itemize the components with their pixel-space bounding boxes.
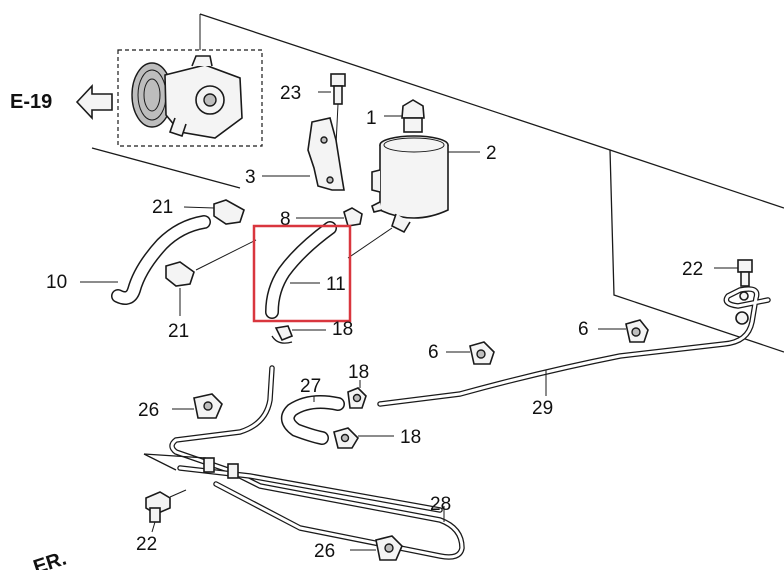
callout-28: 28 <box>430 494 451 515</box>
highlight-box <box>252 224 352 323</box>
pipe-29[interactable] <box>377 286 771 407</box>
callout-18-upper: 18 <box>332 319 353 340</box>
clamp-26-lower[interactable] <box>350 535 403 561</box>
clamp-21-lower[interactable] <box>165 261 195 316</box>
reservoir-cap-1[interactable] <box>384 99 425 133</box>
reference-arrow[interactable]: E-19 <box>10 83 113 121</box>
callout-22-lower: 22 <box>136 534 157 555</box>
leader-hose-11-left <box>195 239 257 271</box>
hose-10[interactable] <box>80 215 211 305</box>
callout-27: 27 <box>300 376 321 397</box>
callout-23: 23 <box>280 83 301 104</box>
corner-text: ER. <box>31 548 70 570</box>
callout-18-middle: 18 <box>348 362 369 383</box>
clamp-8[interactable] <box>296 207 363 227</box>
power-steering-pump[interactable] <box>117 14 263 147</box>
callout-8: 8 <box>280 209 291 230</box>
callout-22-right: 22 <box>682 259 703 280</box>
callout-2: 2 <box>486 143 497 164</box>
leader-hose-11-right <box>347 227 393 259</box>
callout-10: 10 <box>46 272 67 293</box>
callout-6-right: 6 <box>578 319 589 340</box>
bracket-3[interactable] <box>262 117 345 191</box>
clamp-6-left[interactable] <box>446 341 495 365</box>
callout-3: 3 <box>245 167 256 188</box>
clip-18-middle[interactable] <box>347 380 367 409</box>
clamp-26-upper[interactable] <box>172 393 223 419</box>
callout-1: 1 <box>366 108 377 129</box>
bolt-22-right[interactable] <box>714 259 753 287</box>
callout-26-upper: 26 <box>138 400 159 421</box>
callout-21-lower: 21 <box>168 321 189 342</box>
frame-lines <box>91 13 784 353</box>
reservoir-2[interactable] <box>371 135 480 234</box>
hose-27[interactable] <box>280 395 345 445</box>
callout-6-left: 6 <box>428 342 439 363</box>
callout-26-lower: 26 <box>314 541 335 562</box>
hose-11[interactable] <box>265 221 337 319</box>
tube-28[interactable] <box>143 365 465 560</box>
reference-label: E-19 <box>10 91 52 113</box>
bolt-22-lower[interactable] <box>145 489 187 533</box>
clamp-6-right[interactable] <box>598 319 649 343</box>
callout-21-upper: 21 <box>152 197 173 218</box>
clip-18-upper[interactable] <box>271 325 326 344</box>
left-arrow-icon <box>75 83 113 121</box>
callout-29: 29 <box>532 398 553 419</box>
clip-18-lower[interactable] <box>333 427 394 449</box>
callout-18-lower: 18 <box>400 427 421 448</box>
clamp-21-upper[interactable] <box>183 199 245 225</box>
callout-11: 11 <box>326 274 346 295</box>
